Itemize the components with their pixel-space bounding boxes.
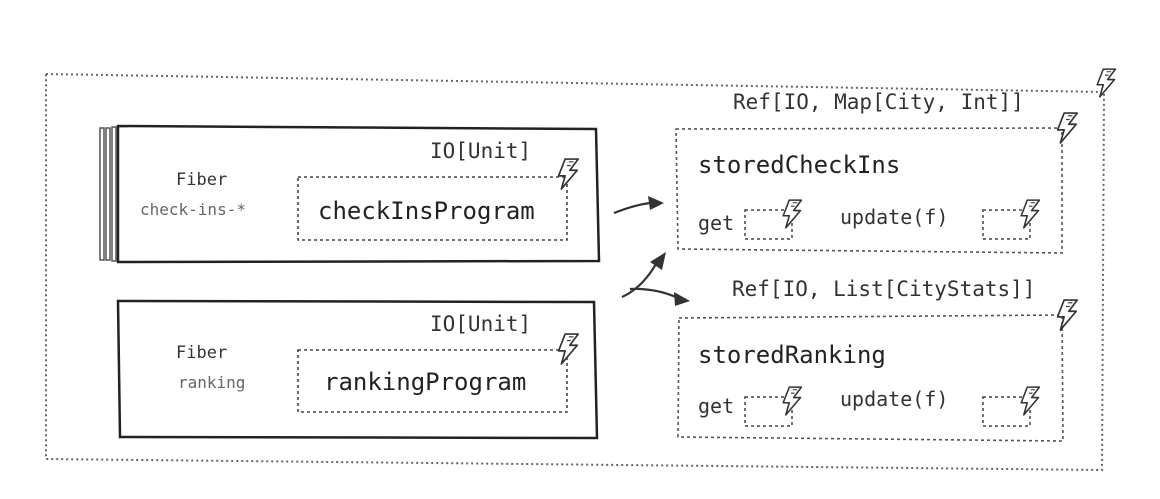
fiber-name: check-ins-* [140,200,246,219]
outer-program-boundary [45,72,1106,472]
update-slot-ranking [982,396,1031,427]
ranking-program-box [297,349,568,413]
fiber-check-ins [99,124,601,264]
update-label: update(f) [840,205,949,229]
update-slot-check-ins [982,209,1031,240]
ref-name: storedRanking [698,341,886,369]
ref-ranking-lightning-icon [1056,299,1079,331]
check-ins-program-box [297,176,568,241]
check-ins-lightning-icon [557,158,580,190]
ref-type: Ref[IO, Map[City, Int]] [733,90,1024,114]
arrow-head-icon [650,252,666,270]
fiber-ranking [116,299,599,440]
program-name: rankingProgram [324,368,527,396]
get-label: get [698,394,735,418]
arrow-icon [613,201,679,300]
fiber-name: ranking [178,373,246,392]
ref-type: Ref[IO, List[CityStats]] [732,277,1036,301]
outer-lightning-icon [1096,68,1117,98]
update-label: update(f) [840,387,949,411]
fiber-label: Fiber [176,170,228,190]
ref-ranking-box [677,314,1064,442]
ref-check-ins-lightning-icon [1056,112,1079,144]
get-slot-ranking [744,396,793,427]
fiber-label: Fiber [176,343,228,363]
fiber-type: IO[Unit] [430,139,532,163]
fiber-type: IO[Unit] [430,312,532,336]
get-slot-check-ins [744,209,793,240]
ref-check-ins-box [675,127,1063,254]
arrow-head-icon [674,292,690,306]
ranking-lightning-icon [557,333,580,365]
arrow-head-icon [648,196,664,210]
program-name: checkInsProgram [318,197,535,225]
ref-name: storedCheckIns [698,151,901,179]
get-label: get [698,211,735,235]
